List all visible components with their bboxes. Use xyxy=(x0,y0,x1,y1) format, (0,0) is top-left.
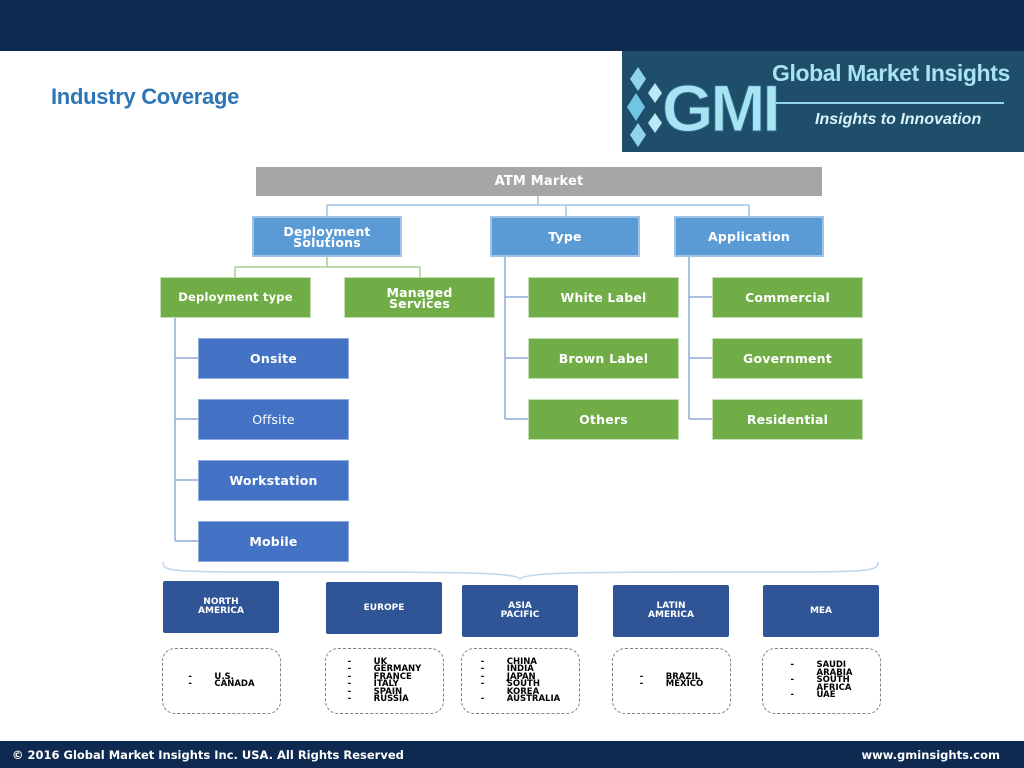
country-item: SPAIN xyxy=(348,688,422,697)
region-europe: EUROPE xyxy=(326,582,442,634)
node-atm-market: ATM Market xyxy=(256,167,822,196)
logo-tagline: Insights to Innovation xyxy=(815,111,982,128)
gmi-logo-icon: GMI xyxy=(627,67,781,147)
node-government: Government xyxy=(712,338,863,379)
country-item: RUSSIA xyxy=(348,695,422,704)
region-north-america: NORTH AMERICA xyxy=(163,581,279,633)
regions-brace xyxy=(162,561,879,581)
country-item: MEXICO xyxy=(640,680,703,689)
footer-copyright: © 2016 Global Market Insights Inc. USA. … xyxy=(12,748,404,762)
country-item: U.S. xyxy=(188,673,254,682)
country-item: GERMANY xyxy=(348,665,422,674)
logo-divider xyxy=(776,102,1004,104)
node-type: Type xyxy=(490,216,640,257)
countries-europe: UK GERMANY FRANCE ITALY SPAIN RUSSIA xyxy=(325,648,444,714)
country-item: UK xyxy=(348,658,422,667)
countries-mea: SAUDI ARABIA SOUTH AFRICA UAE xyxy=(762,648,881,714)
node-managed-services: Managed Services xyxy=(344,277,495,318)
node-deployment-solutions: Deployment Solutions xyxy=(252,216,402,257)
page-title: Industry Coverage xyxy=(51,84,240,109)
countries-asia-pacific: CHINA INDIA JAPAN SOUTH KOREA AUSTRALIA xyxy=(461,648,580,714)
region-mea: MEA xyxy=(763,585,879,637)
countries-latin-america: BRAZIL MEXICO xyxy=(612,648,731,714)
country-item: SOUTH AFRICA xyxy=(791,676,853,692)
node-residential: Residential xyxy=(712,399,863,440)
header-bar xyxy=(0,0,1024,51)
node-mobile: Mobile xyxy=(198,521,349,562)
country-item: CHINA xyxy=(481,658,560,667)
node-white-label: White Label xyxy=(528,277,679,318)
node-commercial: Commercial xyxy=(712,277,863,318)
country-item: SAUDI ARABIA xyxy=(791,661,853,677)
countries-north-america: U.S. CANADA xyxy=(162,648,281,714)
country-item: BRAZIL xyxy=(640,673,703,682)
country-item: UAE xyxy=(791,691,853,700)
country-item: INDIA xyxy=(481,665,560,674)
country-item: AUSTRALIA xyxy=(481,695,560,704)
country-item: CANADA xyxy=(188,680,254,689)
company-logo: GMI xyxy=(622,51,1024,152)
node-workstation: Workstation xyxy=(198,460,349,501)
country-item: JAPAN xyxy=(481,673,560,682)
node-application: Application xyxy=(674,216,824,257)
region-latin-america: LATIN AMERICA xyxy=(613,585,729,637)
node-brown-label: Brown Label xyxy=(528,338,679,379)
region-asia-pacific: ASIA PACIFIC xyxy=(462,585,578,637)
country-item: ITALY xyxy=(348,680,422,689)
country-item: SOUTH KOREA xyxy=(481,680,560,696)
logo-mark: GMI xyxy=(662,71,778,145)
node-offsite: Offsite xyxy=(198,399,349,440)
footer-bar: © 2016 Global Market Insights Inc. USA. … xyxy=(0,741,1024,768)
country-item: FRANCE xyxy=(348,673,422,682)
node-onsite: Onsite xyxy=(198,338,349,379)
node-others: Others xyxy=(528,399,679,440)
footer-website-link[interactable]: www.gminsights.com xyxy=(861,748,1000,762)
logo-company-name: Global Market Insights xyxy=(772,60,1010,86)
node-deployment-type: Deployment type xyxy=(160,277,311,318)
